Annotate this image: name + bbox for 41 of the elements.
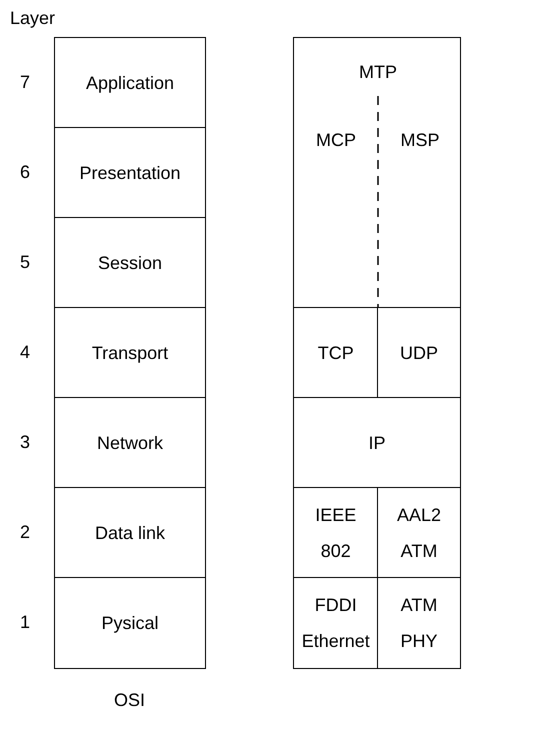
protocol-label: IP xyxy=(368,432,386,455)
protocol-box xyxy=(293,397,461,488)
layer-number: 1 xyxy=(20,612,30,633)
protocol-box xyxy=(377,577,461,668)
layer-box xyxy=(54,307,206,398)
layer-number: 5 xyxy=(20,252,30,273)
protocol-label: AAL2 ATM xyxy=(396,504,442,563)
layer-number: 3 xyxy=(20,432,30,453)
protocol-box xyxy=(377,307,461,398)
layer-name: Presentation xyxy=(79,162,181,185)
layer-number: 4 xyxy=(20,342,30,363)
layer-name: Transport xyxy=(92,342,168,365)
layer-box xyxy=(54,37,206,128)
protocol-label: MTP xyxy=(358,62,398,83)
layer-name: Session xyxy=(98,252,162,275)
protocol-label: FDDI Ethernet xyxy=(302,594,370,653)
protocol-label: IEEE 802 xyxy=(315,504,356,563)
layer-box xyxy=(54,217,206,308)
protocol-label: MCP xyxy=(315,130,357,151)
protocol-box xyxy=(293,487,378,578)
layer-name: Network xyxy=(96,432,163,455)
layer-name: Application xyxy=(86,72,174,95)
layer-box xyxy=(54,127,206,218)
protocol-box xyxy=(293,307,378,398)
protocol-label: UDP xyxy=(400,342,438,365)
layer-number: 7 xyxy=(20,72,30,93)
layer-box xyxy=(54,397,206,488)
protocol-label: MSP xyxy=(399,130,440,151)
layer-name: Pysical xyxy=(101,612,158,635)
protocol-box xyxy=(293,577,378,668)
column-title: OSI xyxy=(114,690,146,711)
layer-number: 2 xyxy=(20,522,30,543)
layer-box xyxy=(54,487,206,578)
protocol-box xyxy=(377,487,461,578)
protocol-label: TCP xyxy=(318,342,354,365)
layer-number: 6 xyxy=(20,162,30,183)
layer-box xyxy=(54,577,206,668)
layer-name: Data link xyxy=(94,522,166,545)
protocol-label: ATM PHY xyxy=(400,594,438,653)
protocol-box xyxy=(293,37,461,308)
axis-title: Layer xyxy=(10,8,56,29)
